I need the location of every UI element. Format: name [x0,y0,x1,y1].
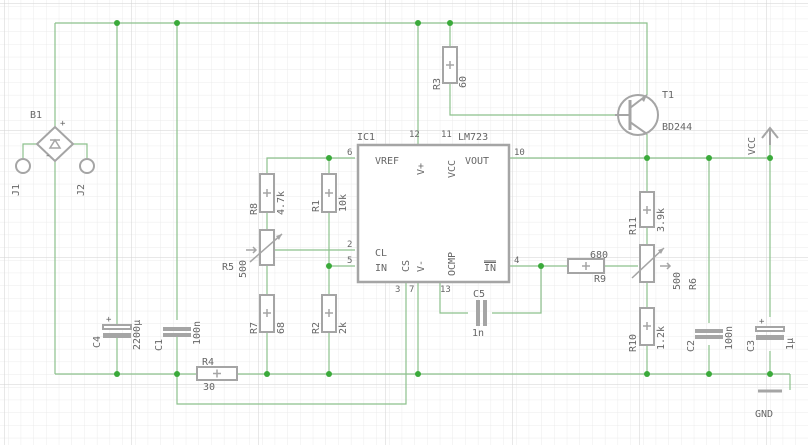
gnd-symbol[interactable]: GND [755,389,782,420]
pin-label-vout: VOUT [465,156,489,167]
c5-name: C5 [473,289,485,300]
r9-value: 680 [590,250,608,261]
pin-number-4: 4 [514,256,519,266]
pin-number-7: 7 [409,285,414,295]
t1-name: T1 [662,90,674,101]
wires [22,22,791,405]
pin-number-11: 11 [441,130,452,140]
r2-resistor[interactable]: R2 2k [311,294,349,334]
c1-capacitor[interactable]: C1 100n [154,321,203,351]
r8-name: R8 [249,203,260,215]
c5-capacitor[interactable]: C5 1n [472,289,487,339]
ic1-lm723[interactable]: IC1 LM723 VREF V+ VCC VOUT CL IN CS V- O… [347,130,525,295]
pin-label-ocmp: OCMP [447,252,458,276]
j2-name: J2 [76,184,87,196]
b1-name: B1 [30,110,42,121]
r1-value: 10k [338,194,349,212]
c4-name: C4 [92,336,103,348]
pin-label-vcc: VCC [447,160,458,178]
c3-value: 1µ [785,338,796,350]
r2-value: 2k [338,322,349,334]
pin-number-13: 13 [440,285,451,295]
r5-value: 500 [238,260,249,278]
r7-name: R7 [249,322,260,334]
b1-minus-sign: - [45,151,50,161]
r8-value: 4.7k [276,191,287,215]
r9-name: R9 [594,274,606,285]
c2-capacitor[interactable]: C2 100n [686,326,735,352]
c3-plus-sign: + [759,317,765,327]
pin-label-cl: CL [375,248,387,259]
r4-value: 30 [203,382,215,393]
c1-value: 100n [192,321,203,345]
c2-name: C2 [686,340,697,352]
c1-name: C1 [154,339,165,351]
r2-name: R2 [311,322,322,334]
t1-value: BD244 [662,122,692,133]
r5-potentiometer[interactable]: R5 500 [222,229,283,278]
r10-value: 1.2k [656,326,667,350]
r10-name: R10 [628,334,639,352]
c5-value: 1n [472,328,484,339]
pin-label-in-minus: IN [484,263,496,274]
gnd-label: GND [755,409,773,420]
r11-value: 3.9k [656,208,667,232]
pin-number-3: 3 [395,285,400,295]
j1-name: J1 [11,184,22,196]
c2-value: 100n [724,326,735,350]
r4-resistor[interactable]: R4 30 [196,357,238,393]
pin-label-in-plus: IN [375,263,387,274]
t1-transistor[interactable]: T1 BD244 [615,90,692,136]
ic1-name: IC1 [357,132,375,143]
r7-resistor[interactable]: R7 68 [249,294,287,334]
r11-resistor[interactable]: R11 3.9k [628,191,667,235]
r6-name: R6 [688,278,699,290]
vcc-label: VCC [747,137,758,155]
r3-name: R3 [432,78,443,90]
j2-jack[interactable]: J2 [76,158,95,196]
r6-value: 500 [672,272,683,290]
c4-plus-sign: + [106,315,112,325]
j1-jack[interactable]: J1 [11,158,31,196]
pin-label-vref: VREF [375,156,399,167]
r9-resistor[interactable]: 680 R9 [567,250,608,285]
r6-potentiometer[interactable]: 500 R6 [631,244,699,290]
vcc-supply-symbol[interactable]: VCC [747,126,779,155]
pin-number-6: 6 [347,148,352,158]
c3-name: C3 [746,340,757,352]
pin-number-10: 10 [514,148,525,158]
pin-label-vminus: V- [416,260,427,272]
c4-value: 2200µ [132,320,143,350]
pin-number-5: 5 [347,256,352,266]
r1-name: R1 [311,200,322,212]
r11-name: R11 [628,217,639,235]
r8-resistor[interactable]: R8 4.7k [249,173,287,215]
r4-name: R4 [202,357,214,368]
b1-plus-sign: + [60,119,66,129]
b1-bridge-rectifier[interactable]: B1 + - [30,110,75,163]
r10-resistor[interactable]: R10 1.2k [628,307,667,352]
r5-name: R5 [222,262,234,273]
junctions [114,20,773,377]
r1-resistor[interactable]: R1 10k [311,173,349,213]
ic1-value: LM723 [458,132,488,143]
r3-resistor[interactable]: R3 60 [432,46,469,90]
pin-number-12: 12 [409,130,420,140]
r3-value: 60 [458,76,469,88]
r7-value: 68 [276,322,287,334]
pin-label-cs: CS [401,260,412,272]
pin-number-2: 2 [347,240,352,250]
c4-capacitor[interactable]: + C4 2200µ [92,315,143,350]
pin-label-vplus: V+ [416,163,427,175]
c3-capacitor[interactable]: + C3 1µ [746,317,796,352]
